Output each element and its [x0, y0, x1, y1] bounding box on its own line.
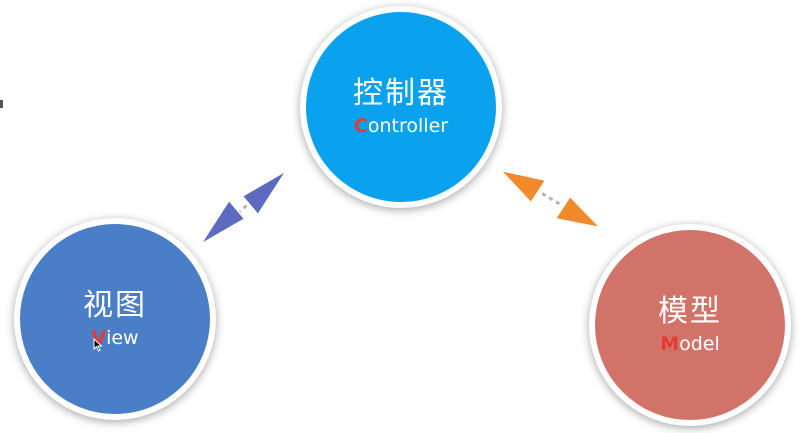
controller-title: 控制器	[353, 76, 449, 111]
arrowhead-to-controller	[240, 169, 288, 217]
controller-subtitle: Controller	[354, 114, 448, 138]
model-title: 模型	[658, 294, 722, 329]
mouse-cursor-icon	[93, 338, 103, 352]
arrowhead-to-model	[553, 194, 604, 230]
view-controller-arrow	[199, 169, 288, 246]
arrowhead-to-view	[199, 198, 247, 246]
model-initial: M	[660, 333, 680, 355]
view-node: 视图 View	[14, 218, 216, 420]
view-rest: iew	[106, 327, 139, 349]
edge-marker	[0, 100, 3, 108]
controller-node: 控制器 Controller	[300, 6, 502, 208]
model-subtitle: Model	[660, 332, 720, 356]
controller-model-arrow	[497, 167, 604, 230]
controller-initial: C	[353, 115, 368, 137]
model-rest: odel	[679, 333, 720, 355]
arrowhead-to-controller-orange	[497, 168, 548, 205]
view-title: 视图	[83, 288, 147, 323]
model-node: 模型 Model	[589, 224, 791, 426]
controller-rest: ontroller	[367, 115, 449, 137]
